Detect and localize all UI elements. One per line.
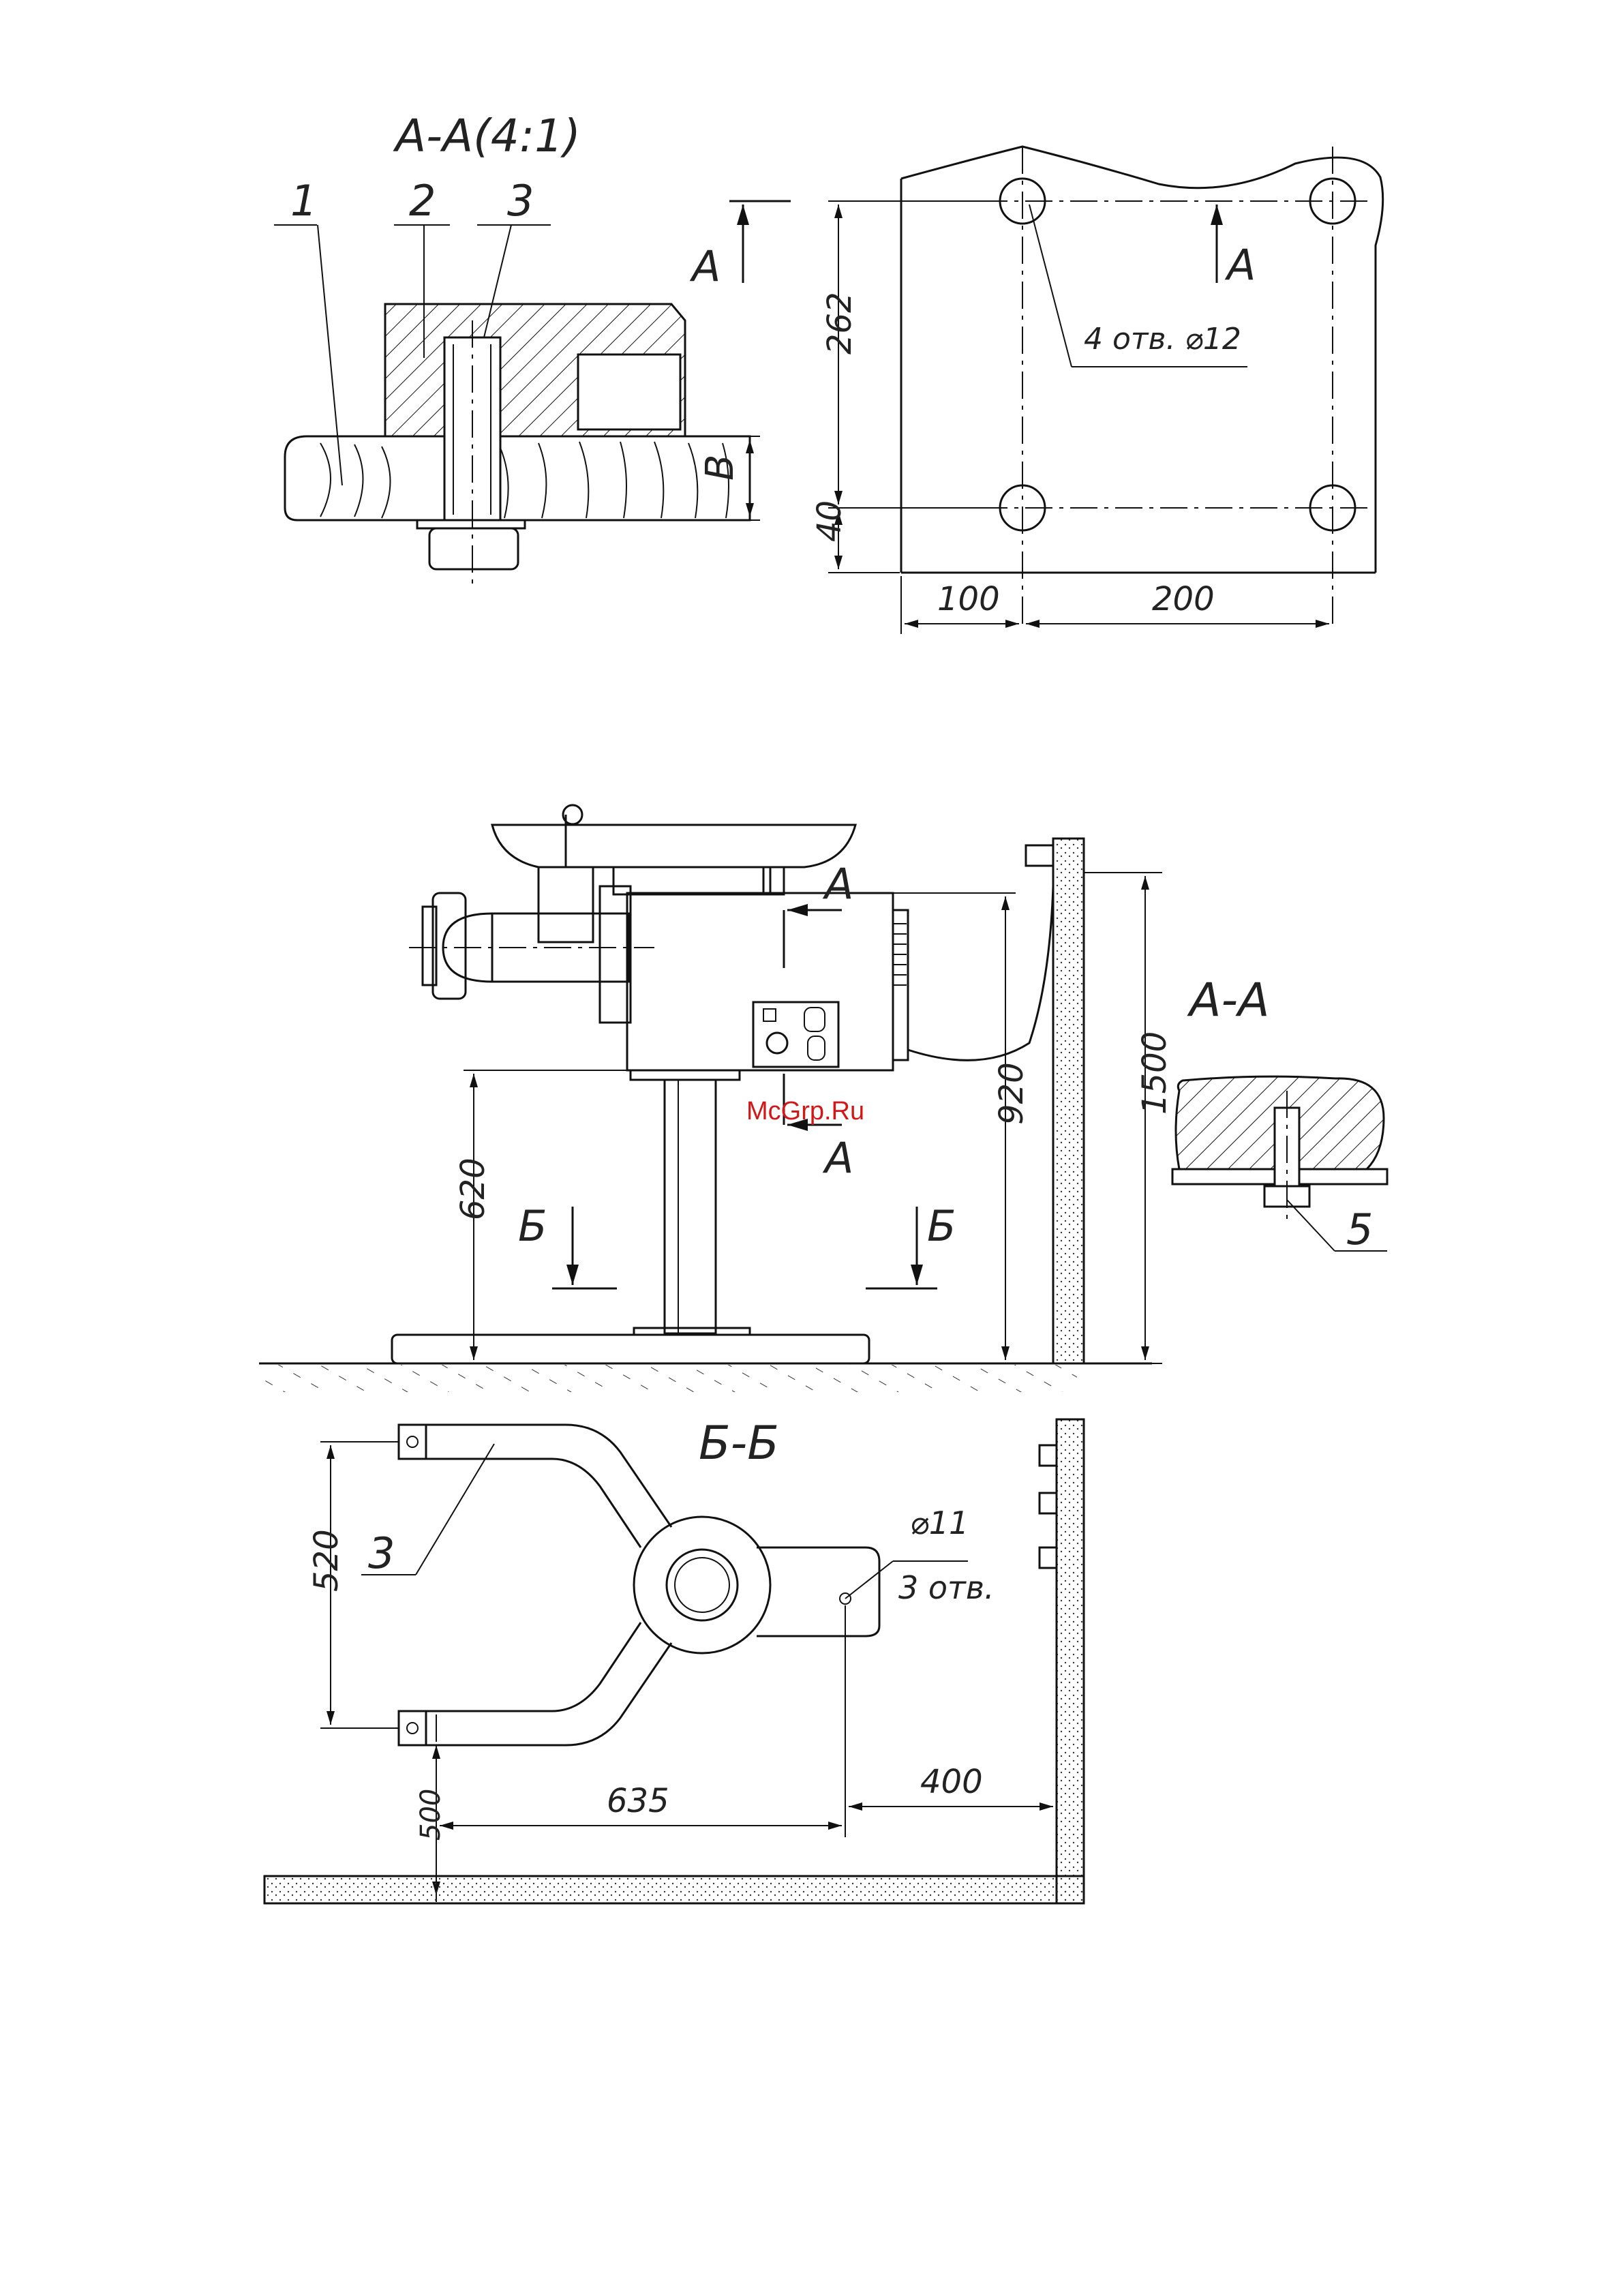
section-aa-4-1: А-А(4:1) 1 2 3 В — [274, 110, 760, 586]
b-label-left: Б — [518, 1201, 547, 1251]
holes-count: 3 отв. — [898, 1569, 995, 1606]
callout-5: 5 — [1346, 1205, 1373, 1254]
dim-100: 100 — [937, 580, 1000, 618]
dim-262: 262 — [821, 292, 859, 354]
hole-diameter: ⌀11 — [910, 1505, 969, 1541]
section-bb: Б-Б 520 3 500 635 40 — [264, 1417, 1084, 1903]
cut-label-a-top: А — [822, 859, 853, 909]
dim-200: 200 — [1152, 580, 1215, 618]
dim-40: 40 — [810, 500, 849, 542]
section-aa-title: А-А — [1187, 973, 1270, 1027]
elevation-view: А А 920 1500 620 Б Б — [259, 805, 1174, 1392]
dim-1500: 1500 — [1136, 1031, 1174, 1115]
watermark: McGrp.Ru — [746, 1097, 864, 1126]
callout-2: 2 — [409, 176, 436, 226]
callout-3-bb: 3 — [368, 1528, 395, 1578]
dim-520: 520 — [307, 1529, 346, 1592]
section-bb-title: Б-Б — [699, 1417, 779, 1470]
cut-label-a-bottom: А — [822, 1133, 853, 1183]
dim-635: 635 — [607, 1782, 669, 1820]
section-aa-41-title: А-А(4:1) — [393, 110, 581, 162]
callout-3: 3 — [507, 176, 534, 226]
section-aa: А-А 5 — [1172, 973, 1387, 1254]
callout-1: 1 — [290, 176, 317, 226]
dim-500: 500 — [415, 1789, 446, 1841]
arrow-label-a-left: А — [689, 241, 721, 291]
dim-400: 400 — [920, 1763, 983, 1801]
dim-920: 920 — [992, 1062, 1031, 1125]
dim-620: 620 — [454, 1158, 492, 1220]
holes-note: 4 отв. ⌀12 — [1084, 322, 1241, 357]
b-label-right: Б — [927, 1201, 956, 1251]
plate-view: А А 4 отв. ⌀12 262 40 100 — [689, 147, 1383, 634]
dim-b-label: В — [698, 455, 742, 481]
arrow-label-a-right: А — [1224, 240, 1256, 290]
